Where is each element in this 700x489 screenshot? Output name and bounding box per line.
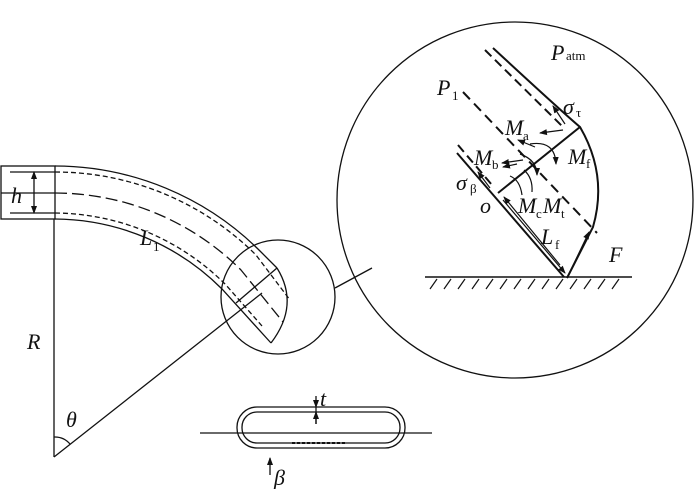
radius-angled (53, 292, 263, 458)
svg-text:t: t (561, 206, 565, 221)
svg-text:β: β (470, 181, 477, 196)
label-Lf: L (540, 224, 553, 249)
label-Mc: M (517, 193, 538, 218)
label-Mt: M (542, 193, 563, 218)
svg-text:1: 1 (452, 88, 459, 103)
label-R: R (26, 329, 41, 354)
label-p-atm: P (550, 40, 564, 65)
label-L1: L (139, 225, 152, 250)
label-Ma: M (504, 115, 525, 140)
svg-text:atm: atm (566, 48, 586, 63)
label-o: o (480, 193, 491, 218)
svg-text:a: a (523, 128, 529, 143)
svg-text:b: b (492, 157, 499, 172)
label-sigma-beta: σ (456, 170, 468, 195)
label-h: h (11, 183, 22, 208)
svg-text:1: 1 (153, 239, 160, 254)
bent-strip (54, 165, 291, 344)
svg-text:f: f (586, 156, 591, 171)
label-Mf: M (567, 144, 588, 169)
labels: h L 1 R θ t β P atm P 1 σ τ M a M b M f … (11, 40, 623, 489)
svg-text:τ: τ (576, 105, 581, 120)
detail-circle-large (336, 21, 694, 379)
label-t: t (320, 386, 327, 411)
theta-arc (53, 436, 71, 445)
label-p1: P (436, 75, 450, 100)
magnified-detail (425, 47, 632, 290)
label-beta: β (273, 465, 285, 489)
detail-circle-small (220, 239, 336, 355)
lf-arrow (502, 199, 566, 274)
label-theta: θ (66, 407, 77, 432)
svg-text:f: f (555, 237, 560, 252)
svg-text:c: c (536, 206, 542, 221)
label-F: F (608, 242, 623, 267)
label-Mb: M (473, 145, 494, 170)
label-sigma-tau: σ (563, 94, 575, 119)
cross-section (200, 396, 432, 475)
f-arrow (566, 231, 590, 279)
